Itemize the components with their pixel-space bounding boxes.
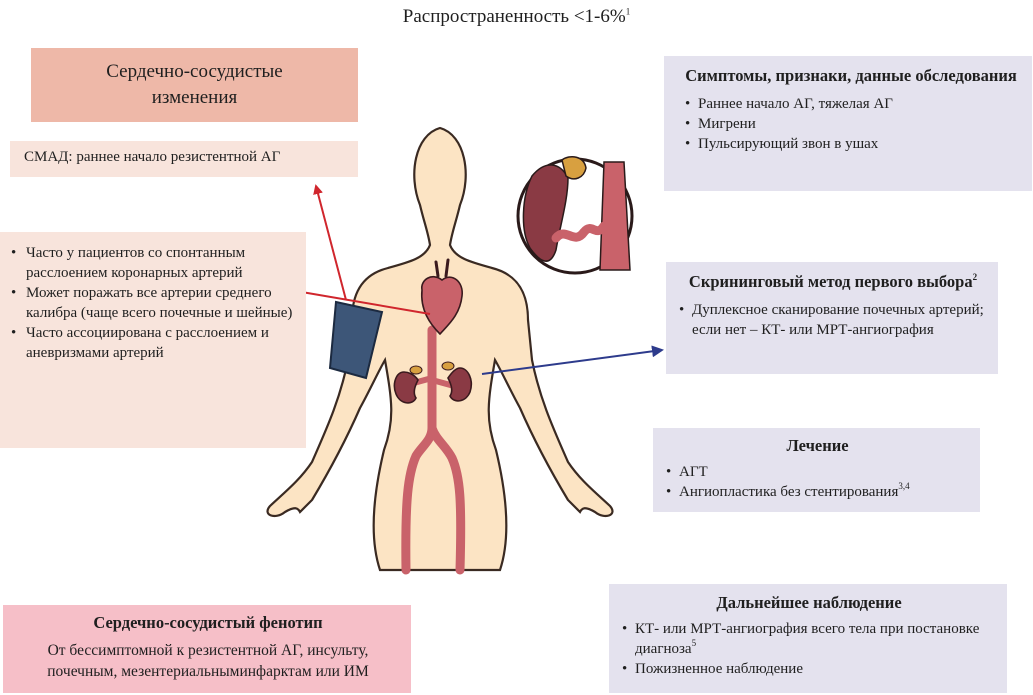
followup-title: Дальнейшее наблюдение bbox=[716, 593, 902, 612]
phenotype-box: Сердечно-сосудистый фенотип От бессимпто… bbox=[3, 605, 411, 693]
screening-item: Дуплексное сканирование почечных артерий… bbox=[678, 300, 988, 340]
followup-item: Пожизненное наблюдение bbox=[621, 659, 997, 679]
abpm-text: СМАД: раннее начало резистентной АГ bbox=[24, 149, 281, 165]
symptoms-box: Симптомы, признаки, данные обследования … bbox=[664, 56, 1032, 191]
kidney-right bbox=[393, 371, 419, 404]
arrow-to-arteries bbox=[288, 286, 431, 315]
symptoms-item: Мигрени bbox=[684, 114, 1018, 134]
arteries-box: Часто у пациентов со спонтанным расслоен… bbox=[0, 232, 306, 448]
cardiovascular-changes-box: Сердечно-сосудистые изменения bbox=[31, 48, 358, 122]
followup-box: Дальнейшее наблюдение КТ- или МРТ-ангиог… bbox=[609, 584, 1007, 693]
treatment-title: Лечение bbox=[786, 436, 849, 455]
heart bbox=[420, 258, 463, 336]
treatment-item: АГТ bbox=[665, 462, 970, 482]
treatment-box: Лечение АГТ Ангиопластика без стентирова… bbox=[653, 428, 980, 512]
abpm-box: СМАД: раннее начало резистентной АГ bbox=[10, 141, 358, 177]
symptoms-title: Симптомы, признаки, данные обследования bbox=[685, 66, 1017, 85]
arteries-item: Может поражать все артерии среднего кали… bbox=[10, 283, 298, 323]
screening-title: Скрининговый метод первого выбора2 bbox=[688, 271, 978, 291]
followup-item: КТ- или МРТ-ангиография всего тела при п… bbox=[621, 619, 997, 659]
arrow-to-abpm bbox=[313, 184, 347, 301]
page-title: Распространенность <1-6%1 bbox=[402, 6, 631, 27]
arteries-item: Часто ассоциирована с расслоением и анев… bbox=[10, 323, 298, 363]
arrow-to-screening bbox=[481, 345, 664, 375]
arteries-item: Часто у пациентов со спонтанным расслоен… bbox=[10, 243, 298, 283]
phenotype-title: Сердечно-сосудистый фенотип bbox=[93, 613, 323, 632]
symptoms-item: Пульсирующий звон в ушах bbox=[684, 134, 1018, 154]
phenotype-text: От бессимптомной к резистентной АГ, инсу… bbox=[47, 641, 369, 680]
cardiovascular-changes-label: Сердечно-сосудистые изменения bbox=[106, 61, 283, 108]
symptoms-item: Раннее начало АГ, тяжелая АГ bbox=[684, 94, 1018, 114]
magnified-artery bbox=[516, 155, 634, 275]
screening-box: Скрининговый метод первого выбора2 Дупле… bbox=[666, 262, 998, 374]
kidney-left bbox=[447, 367, 473, 402]
treatment-item: Ангиопластика без стентирования3,4 bbox=[665, 481, 970, 502]
bp-cuff bbox=[328, 300, 384, 380]
